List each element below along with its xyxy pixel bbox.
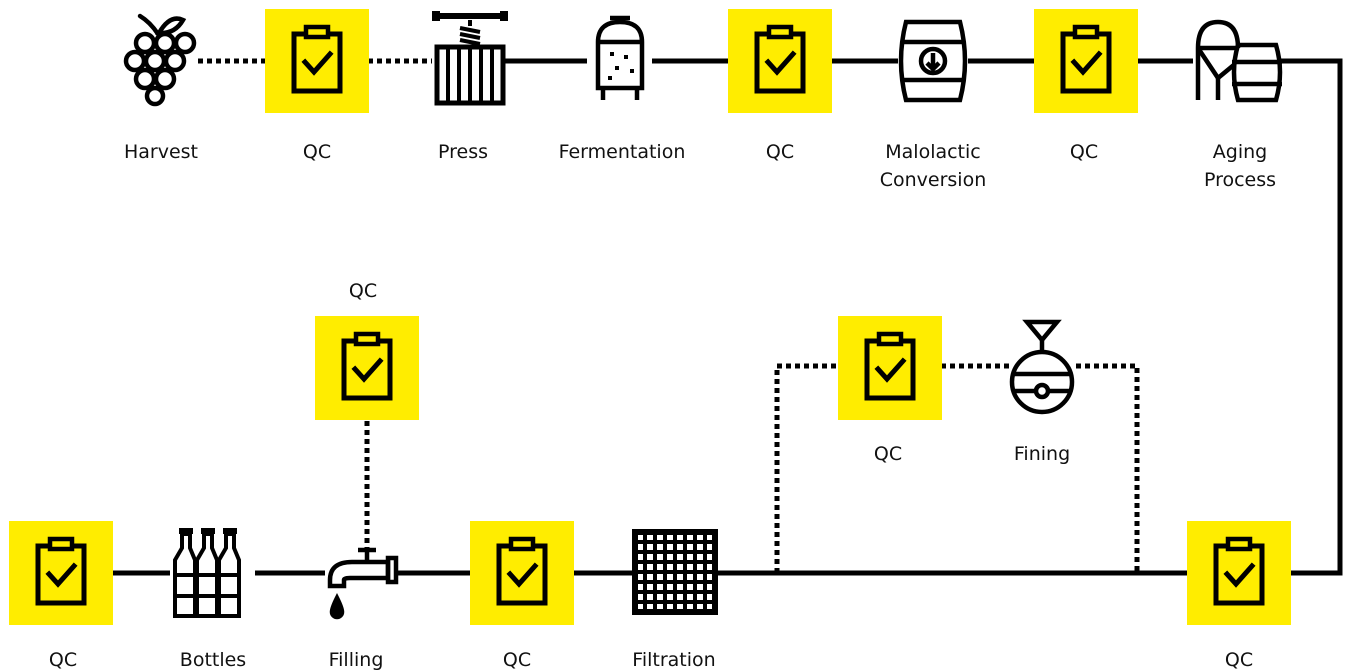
connectors <box>113 58 1343 576</box>
label-aging: Aging Process <box>1155 138 1325 194</box>
label-qc-filling: QC <box>348 280 378 302</box>
label-qc-harvest: QC <box>302 141 332 163</box>
label-filtration: Filtration <box>632 649 716 671</box>
label-qc-malolactic: QC <box>1069 141 1099 163</box>
fermentation-tank-icon <box>595 15 645 100</box>
label-malolactic-line2: Conversion <box>879 169 987 191</box>
connector-aging-to-qc-bottom <box>1281 58 1343 576</box>
tank-and-barrel-icon <box>1195 19 1283 103</box>
label-bottles: Bottles <box>179 649 247 671</box>
qc-fermentation-icon <box>728 9 832 113</box>
qc-harvest-icon <box>265 9 369 113</box>
qc-fining-icon <box>838 316 942 420</box>
label-fermentation: Fermentation <box>558 141 686 163</box>
label-qc-fining: QC <box>873 443 903 465</box>
grapes-icon <box>123 13 197 107</box>
faucet-icon <box>327 547 399 620</box>
filter-grid-icon <box>632 529 718 615</box>
qc-filling-icon <box>315 316 419 420</box>
connector-fining-loop <box>774 363 838 573</box>
funnel-barrel-icon <box>1009 319 1075 415</box>
qc-bottles-icon <box>9 521 113 625</box>
barrel-down-arrow-icon <box>898 19 968 103</box>
label-qc-fermentation: QC <box>765 141 795 163</box>
label-aging-line1: Aging <box>1212 141 1268 163</box>
label-qc-aging: QC <box>1224 649 1254 671</box>
bottles-icon <box>173 528 241 618</box>
wine-press-icon <box>432 11 508 106</box>
label-qc-filtration: QC <box>502 649 532 671</box>
qc-malolactic-icon <box>1034 9 1138 113</box>
label-aging-line2: Process <box>1203 169 1277 191</box>
connector-fining-loop-return <box>1076 363 1140 573</box>
label-qc-bottles: QC <box>48 649 78 671</box>
label-filling: Filling <box>328 649 384 671</box>
qc-filtration-icon <box>470 521 574 625</box>
label-malolactic: Malolactic Conversion <box>848 138 1018 194</box>
label-fining: Fining <box>1013 443 1071 465</box>
label-harvest: Harvest <box>123 141 199 163</box>
label-malolactic-line1: Malolactic <box>885 141 981 163</box>
qc-aging-icon <box>1187 521 1291 625</box>
label-press: Press <box>437 141 488 163</box>
